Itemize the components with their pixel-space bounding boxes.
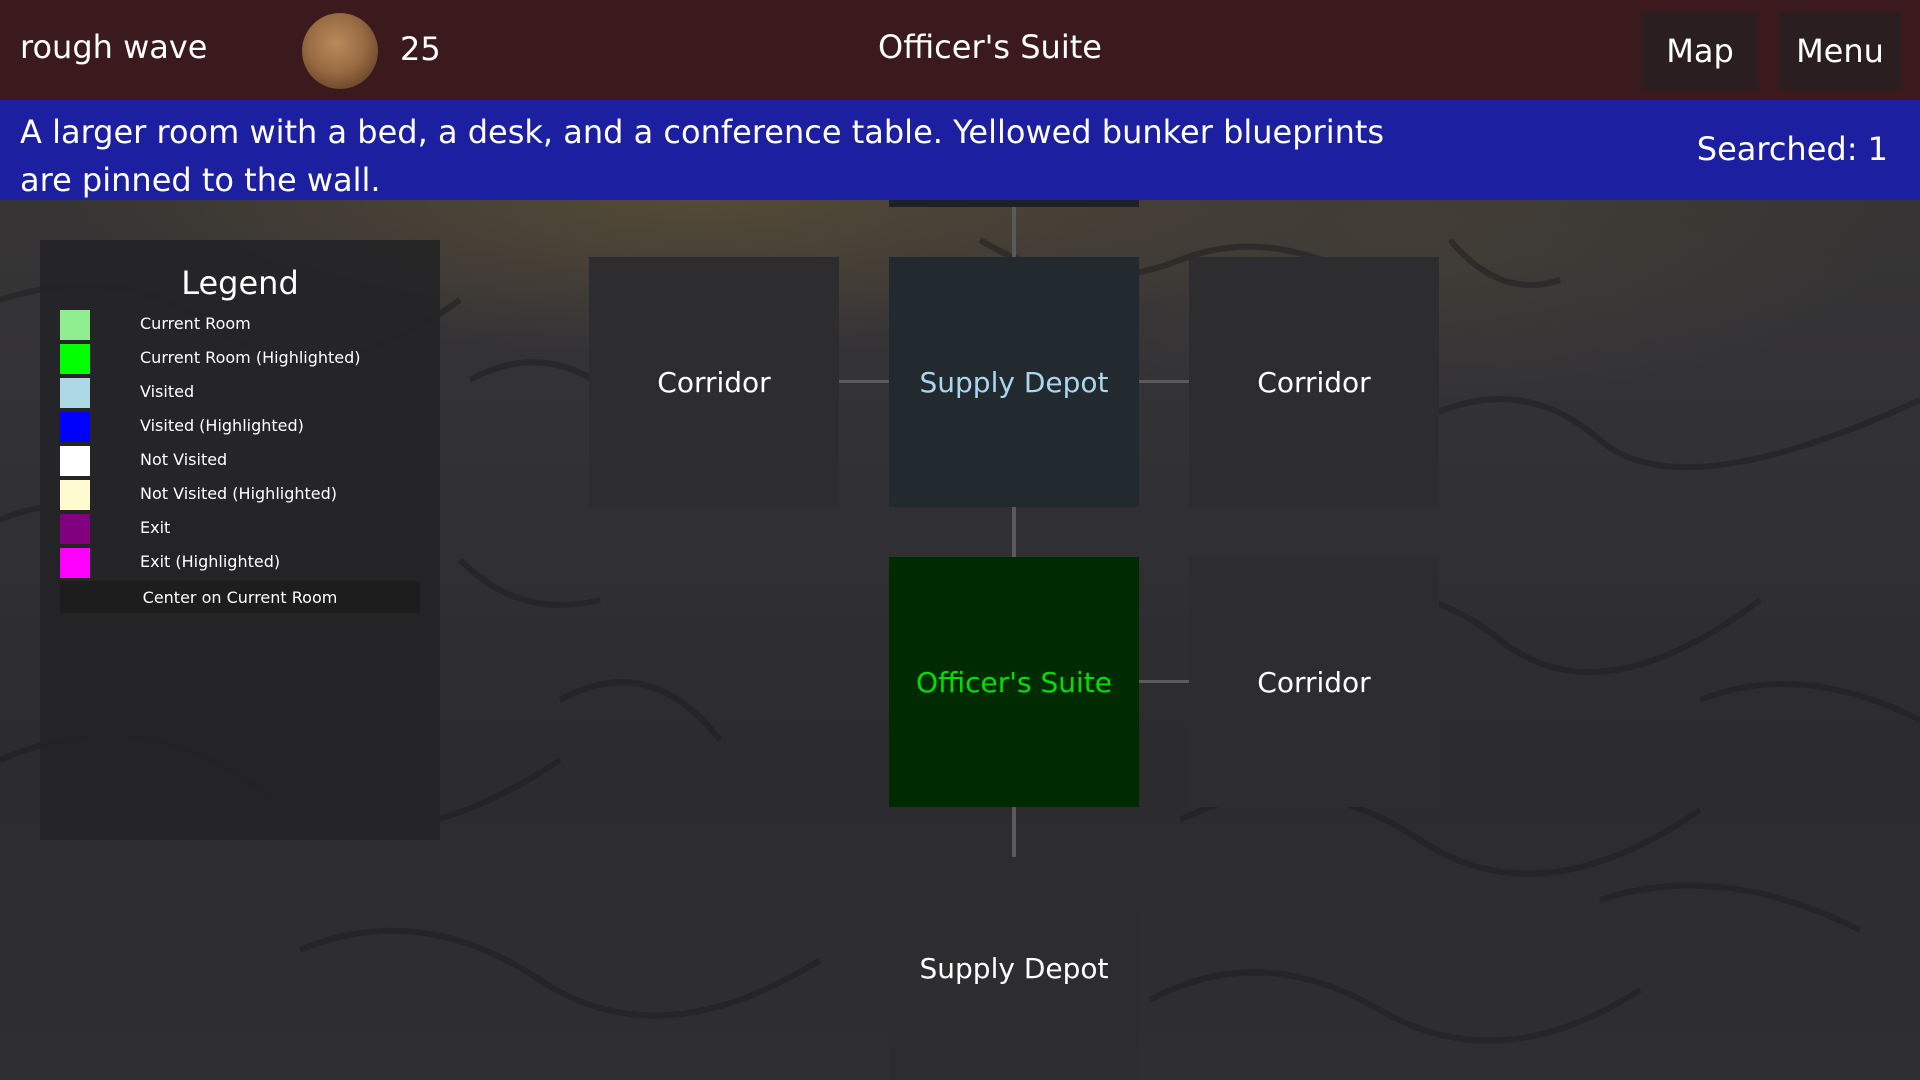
searched-count: 1 xyxy=(1867,130,1888,168)
legend-swatch xyxy=(60,514,90,544)
room-description: A larger room with a bed, a desk, and a … xyxy=(20,113,1385,199)
legend-swatch xyxy=(60,446,90,476)
searched-label: Searched: xyxy=(1696,130,1858,168)
legend-label: Current Room xyxy=(140,314,251,333)
legend-label: Exit xyxy=(140,518,171,537)
legend-swatch xyxy=(60,548,90,578)
legend-swatch xyxy=(60,480,90,510)
map-button[interactable]: Map xyxy=(1641,12,1759,90)
map-room-officers-suite[interactable]: Officer's Suite xyxy=(889,557,1139,807)
coin-count: 25 xyxy=(400,30,441,68)
map-room-supply-depot-south[interactable]: Supply Depot xyxy=(889,857,1139,1080)
legend-swatch xyxy=(60,412,90,442)
map-room-corridor-west[interactable]: Corridor xyxy=(589,257,839,507)
map-room-corridor-northeast[interactable]: Corridor xyxy=(1189,257,1439,507)
map-room-supply-depot-north[interactable]: Supply Depot xyxy=(889,257,1139,507)
top-bar: rough wave 25 Officer's Suite Map Menu xyxy=(0,0,1920,100)
player-name: rough wave xyxy=(20,28,208,66)
menu-button[interactable]: Menu xyxy=(1779,12,1901,90)
legend-swatch xyxy=(60,310,90,340)
legend-label: Current Room (Highlighted) xyxy=(140,348,361,367)
legend-label: Not Visited xyxy=(140,450,228,469)
connector-top xyxy=(1012,200,1016,257)
connector-supply-suite xyxy=(1012,507,1016,557)
room-description-bar: A larger room with a bed, a desk, and a … xyxy=(0,100,1920,200)
searched-counter: Searched: 1 xyxy=(1697,130,1888,168)
legend-title: Legend xyxy=(181,264,299,302)
connector-corridor-supply xyxy=(839,380,889,383)
room-above-edge xyxy=(889,200,1139,207)
coin-icon xyxy=(302,13,378,89)
connector-supply-corridor xyxy=(1139,380,1189,383)
current-room-title: Officer's Suite xyxy=(878,28,1102,66)
legend-swatch xyxy=(60,344,90,374)
map-room-corridor-east[interactable]: Corridor xyxy=(1189,557,1439,807)
legend-swatch xyxy=(60,378,90,408)
legend-label: Visited (Highlighted) xyxy=(140,416,304,435)
connector-suite-corridor xyxy=(1139,680,1189,683)
legend-label: Visited xyxy=(140,382,195,401)
connector-suite-supply xyxy=(1012,807,1016,857)
center-on-current-room-button[interactable]: Center on Current Room xyxy=(60,581,420,613)
legend-label: Exit (Highlighted) xyxy=(140,552,281,571)
legend-label: Not Visited (Highlighted) xyxy=(140,484,338,503)
